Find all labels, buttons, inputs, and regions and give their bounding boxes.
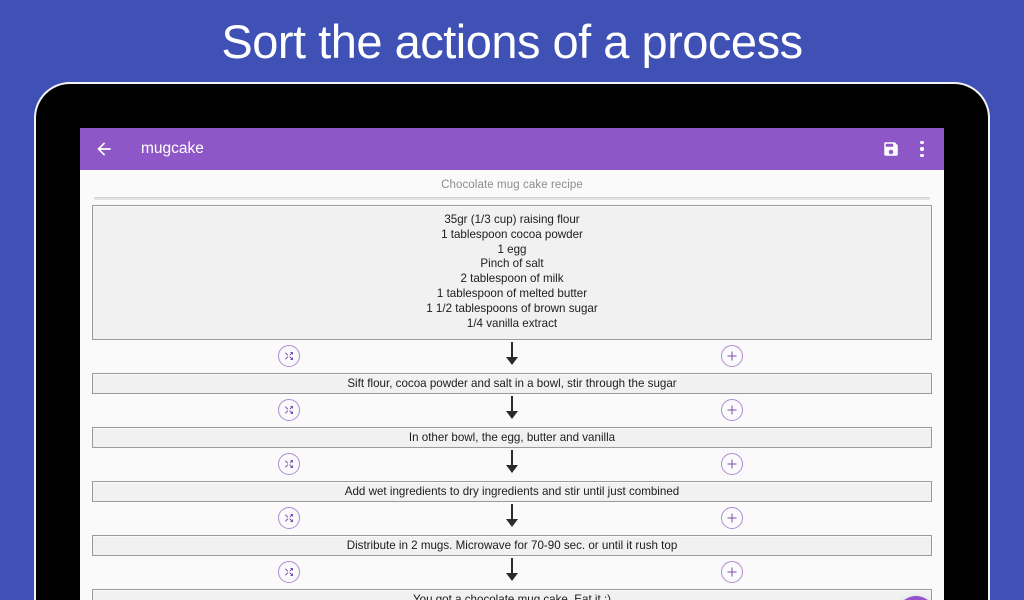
step-row[interactable]: In other bowl, the egg, butter and vanil… — [92, 427, 932, 449]
ingredients-card[interactable]: 35gr (1/3 cup) raising flour 1 tablespoo… — [92, 205, 932, 341]
plus-circle-icon[interactable] — [721, 345, 743, 368]
shuffle-icon[interactable] — [278, 345, 300, 368]
step-text: You got a chocolate mug cake. Eat it :) — [412, 593, 612, 600]
ingredient-line: 2 tablespoon of milk — [460, 272, 564, 286]
arrow-down-icon — [504, 504, 520, 534]
ingredient-line: 1 1/2 tablespoons of brown sugar — [426, 301, 598, 315]
ingredient-line: 35gr (1/3 cup) raising flour — [444, 213, 580, 226]
shuffle-icon[interactable] — [278, 561, 300, 584]
plus-circle-icon[interactable] — [721, 399, 743, 422]
step-connector — [92, 340, 932, 373]
plus-circle-icon[interactable] — [721, 507, 743, 530]
step-connector — [92, 502, 932, 535]
tablet-device-frame: mugcake Chocolate mug cake recipe 35gr (… — [36, 84, 988, 600]
step-connector — [92, 556, 932, 589]
plus-circle-icon[interactable] — [721, 561, 743, 584]
arrow-down-icon — [504, 558, 520, 588]
promo-heading: Sort the actions of a process — [221, 15, 803, 68]
arrow-down-icon — [504, 396, 520, 426]
app-bar-actions — [882, 139, 931, 159]
back-arrow-icon[interactable] — [91, 136, 117, 162]
shuffle-icon[interactable] — [278, 453, 300, 476]
step-row[interactable]: Add wet ingredients to dry ingredients a… — [92, 481, 932, 503]
step-text: Sift flour, cocoa powder and salt in a b… — [347, 377, 677, 391]
step-connector — [92, 394, 932, 427]
step-row[interactable]: You got a chocolate mug cake. Eat it :) — [92, 589, 932, 600]
recipe-content: Chocolate mug cake recipe 35gr (1/3 cup)… — [80, 170, 944, 600]
shuffle-icon[interactable] — [278, 399, 300, 422]
app-screen: mugcake Chocolate mug cake recipe 35gr (… — [80, 128, 944, 600]
step-text: Add wet ingredients to dry ingredients a… — [344, 485, 680, 499]
ingredient-line: Pinch of salt — [480, 257, 544, 271]
app-bar-title: mugcake — [141, 140, 204, 157]
shuffle-icon[interactable] — [278, 507, 300, 530]
ingredient-line: 1 tablespoon of melted butter — [436, 286, 588, 300]
recipe-title: Chocolate mug cake recipe — [441, 179, 583, 191]
save-floppy-icon[interactable] — [882, 140, 900, 158]
step-row[interactable]: Distribute in 2 mugs. Microwave for 70-9… — [92, 535, 932, 557]
step-text: In other bowl, the egg, butter and vanil… — [408, 431, 616, 445]
title-divider — [94, 197, 930, 200]
ingredient-line: 1 tablespoon cocoa powder — [441, 227, 583, 241]
arrow-down-icon — [504, 342, 520, 372]
edit-fab[interactable] — [897, 596, 935, 600]
step-text: Distribute in 2 mugs. Microwave for 70-9… — [346, 539, 678, 553]
step-connector — [92, 448, 932, 481]
app-bar: mugcake — [80, 128, 944, 170]
arrow-down-icon — [504, 450, 520, 480]
ingredient-line: 1/4 vanilla extract — [466, 316, 558, 330]
ingredient-line: 1 egg — [497, 242, 527, 256]
more-vertical-icon[interactable] — [913, 139, 931, 159]
plus-circle-icon[interactable] — [721, 453, 743, 476]
step-row[interactable]: Sift flour, cocoa powder and salt in a b… — [92, 373, 932, 395]
